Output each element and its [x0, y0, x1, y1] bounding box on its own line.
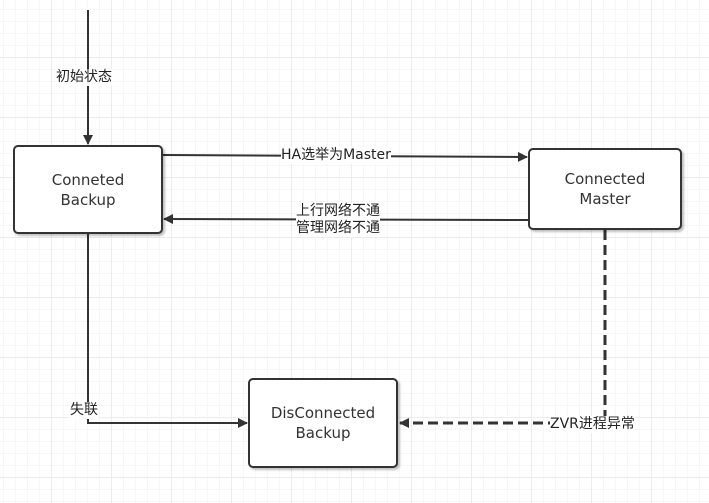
label-mgmt-down: 管理网络不通: [296, 220, 380, 236]
node-connected-backup-line1: Conneted: [51, 170, 125, 189]
node-connected-master-line1: Connected: [564, 170, 646, 188]
node-connected-master[interactable]: Connected Master: [528, 148, 682, 230]
label-network-down: 上行网络不通 管理网络不通: [296, 203, 380, 237]
node-connected-master-line2: Master: [579, 190, 631, 208]
node-disconnected-backup-line1: DisConnected: [270, 404, 376, 422]
label-zvr-error: ZVR进程异常: [550, 416, 635, 433]
label-initial: 初始状态: [56, 69, 112, 86]
label-lost-contact: 失联: [70, 402, 98, 419]
edge-lost-contact: [87, 233, 248, 428]
node-connected-backup[interactable]: Conneted Backup: [13, 145, 163, 234]
node-disconnected-backup[interactable]: DisConnected Backup: [248, 378, 398, 468]
label-elect-master: HA选举为Master: [281, 147, 391, 164]
node-connected-backup-line2: Backup: [60, 190, 116, 209]
node-disconnected-backup-line2: Backup: [295, 424, 351, 442]
label-uplink-down: 上行网络不通: [296, 203, 380, 219]
edge-zvr-error: [399, 230, 607, 428]
